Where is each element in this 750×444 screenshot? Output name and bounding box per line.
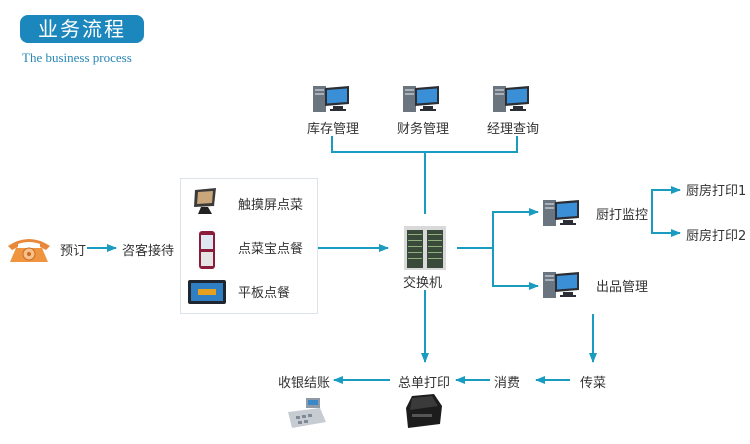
switch-to-monitor-arrow (493, 212, 538, 248)
desktop-computer-icon (313, 84, 351, 118)
serve-label: 传菜 (580, 372, 606, 391)
desktop-computer-icon (403, 84, 441, 118)
cash-register-icon (284, 396, 328, 434)
order-option-label: 平板点餐 (238, 282, 290, 301)
to-print1-arrow (652, 190, 680, 212)
print-total-label: 总单打印 (398, 372, 450, 391)
handheld-device-icon (198, 230, 216, 274)
kitchen-print-2-label: 厨房打印2 (686, 225, 746, 244)
checkout-label: 收银结账 (278, 372, 330, 391)
reception-label: 咨客接待 (122, 240, 174, 259)
dispatch-computer-icon (543, 270, 581, 304)
switch-label: 交换机 (403, 272, 442, 291)
top-node-label: 财务管理 (397, 118, 449, 137)
kitchen-monitor-computer-icon (543, 198, 581, 232)
telephone-icon (6, 234, 52, 268)
to-print2-arrow (652, 212, 680, 233)
top-node-label: 库存管理 (307, 118, 359, 137)
tablet-icon (188, 280, 226, 308)
touchscreen-pos-icon (190, 186, 220, 220)
switch-to-dispatch-arrow (493, 248, 538, 286)
order-option-label: 触摸屏点菜 (238, 194, 303, 213)
dispatch-label: 出品管理 (596, 276, 648, 295)
consume-label: 消费 (494, 372, 520, 391)
desktop-computer-icon (493, 84, 531, 118)
kitchen-monitor-label: 厨打监控 (596, 204, 648, 223)
order-option-label: 点菜宝点餐 (238, 238, 303, 257)
server-switch-icon (404, 226, 446, 274)
kitchen-print-1-label: 厨房打印1 (686, 180, 746, 199)
top-node-label: 经理查询 (487, 118, 539, 137)
top-bracket-line (332, 136, 517, 152)
receipt-printer-icon (404, 392, 444, 434)
reserve-label: 预订 (60, 240, 86, 259)
